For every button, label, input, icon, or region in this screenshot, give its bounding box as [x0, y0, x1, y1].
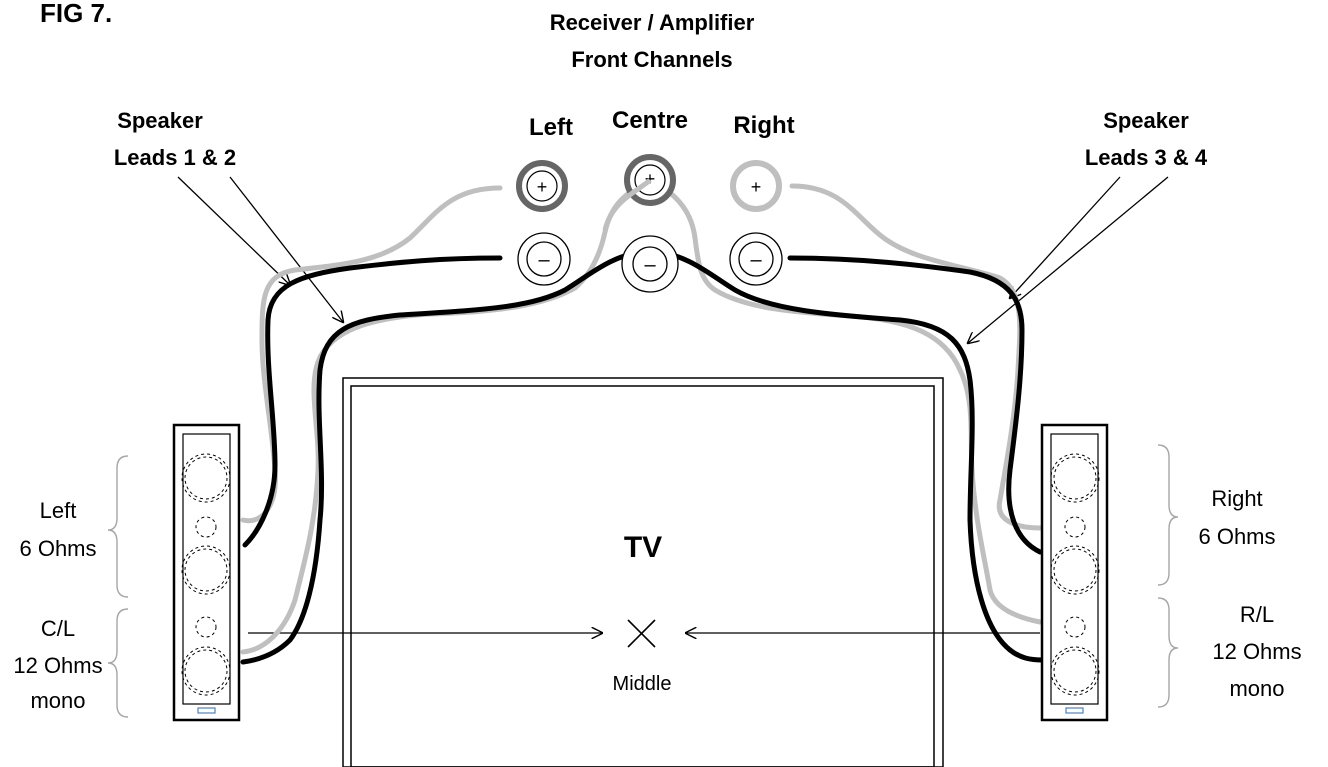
middle-label: Middle [613, 673, 672, 695]
bracket-left-bottom [107, 608, 129, 718]
right-bottom-label-2: 12 Ohms [1212, 639, 1301, 664]
wire-centre-negative-left [240, 247, 653, 665]
arrow-lead-4 [968, 176, 1169, 343]
tv-label: TV [624, 531, 662, 564]
receiver-subtitle: Front Channels [571, 47, 732, 72]
right-speaker [1040, 423, 1109, 722]
figure-label: FIG 7. [40, 0, 112, 28]
leads-right-label-2: Leads 3 & 4 [1085, 145, 1208, 170]
terminal-left-positive: + [516, 160, 568, 212]
arrow-lead-1 [177, 176, 290, 285]
left-bottom-label-3: mono [30, 688, 85, 713]
middle-cross-icon [627, 619, 656, 648]
left-top-label-1: Left [40, 498, 77, 523]
tv-outer-frame [342, 377, 944, 767]
right-bottom-label-1: R/L [1240, 602, 1274, 627]
terminal-centre-minus-sign: – [644, 254, 656, 276]
terminal-right-positive: + [730, 160, 782, 212]
right-top-label-2: 6 Ohms [1198, 524, 1275, 549]
lead-pointer-arrows [177, 176, 1169, 343]
channel-label-centre: Centre [612, 107, 688, 134]
terminal-left-plus-sign: + [537, 177, 548, 197]
left-bottom-label-2: 12 Ohms [13, 653, 102, 678]
terminal-left-negative: – [517, 232, 571, 286]
terminal-right-minus-sign: – [750, 249, 762, 271]
right-top-label-1: Right [1211, 486, 1262, 511]
arrow-lead-2 [229, 176, 343, 322]
brackets [107, 444, 1179, 718]
arrow-lead-3 [1010, 176, 1121, 298]
wire-centre-positive-right [647, 177, 1043, 625]
wire-centre-positive-start [602, 178, 652, 231]
terminal-right-plus-sign: + [751, 177, 762, 197]
terminal-centre-negative: – [621, 235, 679, 293]
wire-centre-negative-right [647, 247, 1046, 663]
terminal-centre-plus-sign: + [645, 169, 656, 189]
wire-left-positive [240, 185, 503, 524]
left-speaker [172, 423, 241, 722]
terminal-left-minus-sign: – [538, 249, 550, 271]
wire-right-negative [787, 255, 1043, 555]
receiver-title: Receiver / Amplifier [550, 10, 755, 35]
wire-right-positive [789, 183, 1043, 531]
tv-screen [350, 385, 935, 767]
right-bottom-label-3: mono [1229, 676, 1284, 701]
terminal-right-negative: – [729, 232, 783, 286]
bracket-right-bottom [1157, 597, 1179, 708]
leads-right-label-1: Speaker [1103, 108, 1189, 133]
bracket-left-top [107, 455, 129, 598]
leads-left-label-2: Leads 1 & 2 [114, 145, 236, 170]
channel-label-left: Left [529, 114, 573, 141]
leads-left-label-1: Speaker [117, 108, 203, 133]
channel-label-right: Right [733, 112, 794, 139]
bracket-right-top [1157, 444, 1179, 586]
negative-wires [240, 247, 1046, 665]
left-top-label-2: 6 Ohms [19, 536, 96, 561]
left-bottom-label-1: C/L [41, 616, 75, 641]
wire-left-negative [242, 255, 503, 548]
wire-centre-positive-left [240, 177, 653, 655]
